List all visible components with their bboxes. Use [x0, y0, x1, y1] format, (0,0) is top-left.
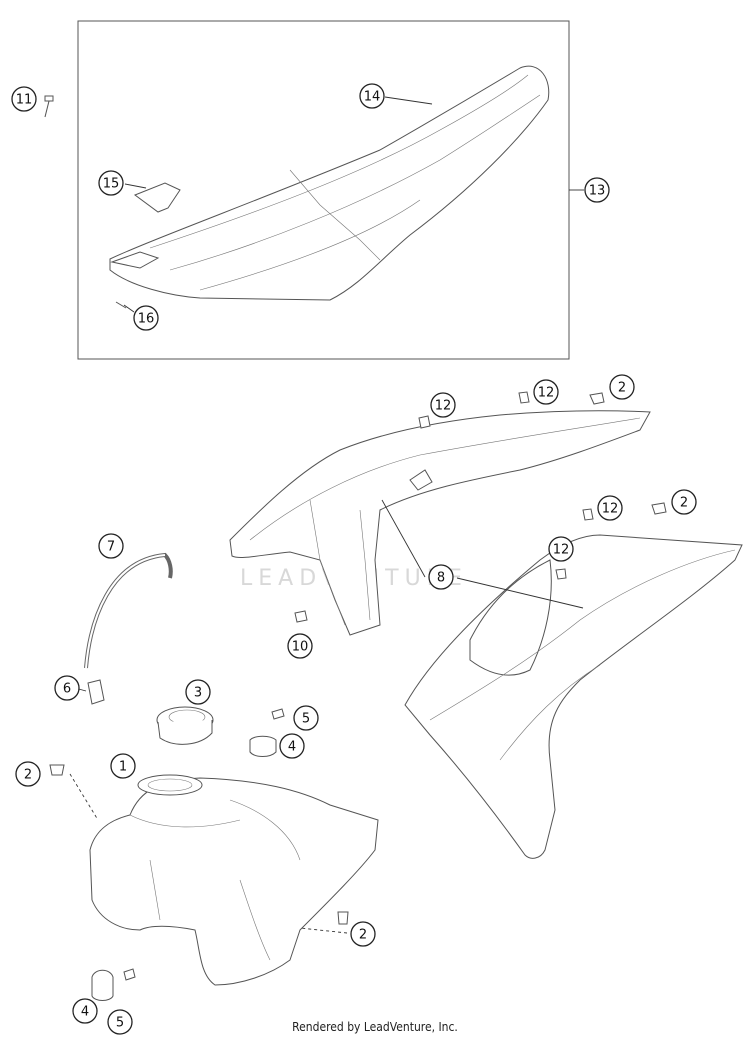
- callout-4-bottom: 4: [72, 998, 98, 1024]
- screw-part-2-right: [337, 911, 349, 925]
- callout-label: 10: [292, 640, 309, 655]
- callout-label: 8: [437, 571, 445, 586]
- callout-label: 13: [589, 184, 606, 199]
- callout-label: 2: [618, 381, 626, 396]
- callout-5-bottom: 5: [107, 1009, 133, 1035]
- callout-label: 6: [63, 682, 71, 697]
- callout-label: 7: [107, 540, 115, 555]
- bushing-part-bottom: [91, 969, 114, 1001]
- screw-part-2-left: [49, 764, 65, 776]
- callout-label: 5: [116, 1016, 124, 1031]
- callout-label: 12: [602, 502, 619, 517]
- callout-label: 4: [288, 740, 296, 755]
- screw-part-2-top: [589, 392, 605, 405]
- callout-label: 14: [364, 90, 381, 105]
- callout-16: 16: [133, 305, 159, 331]
- screw-part-12-d: [555, 568, 567, 580]
- callout-2-tank-left: 2: [15, 761, 41, 787]
- callout-label: 5: [302, 712, 310, 727]
- screw-part-12-c: [582, 508, 594, 521]
- callout-3: 3: [185, 679, 211, 705]
- clip-part: [133, 182, 181, 213]
- screw-part-2-right-side: [651, 502, 667, 515]
- screw-part-bottom: [123, 968, 136, 981]
- callout-5-top: 5: [293, 705, 319, 731]
- footer-credit: Rendered by LeadVenture, Inc.: [292, 1020, 458, 1034]
- callout-label: 12: [553, 543, 570, 558]
- fuel-cap: [156, 706, 214, 745]
- callout-15: 15: [98, 170, 124, 196]
- callout-label: 4: [81, 1005, 89, 1020]
- spoiler-upper: [229, 410, 651, 636]
- callout-13: 13: [584, 177, 610, 203]
- callout-label: 2: [24, 768, 32, 783]
- callout-label: 2: [680, 496, 688, 511]
- callout-8: 8: [428, 564, 454, 590]
- valve-part: [87, 679, 105, 705]
- callout-12-c: 12: [597, 495, 623, 521]
- bushing-part-top: [249, 735, 277, 757]
- callout-2-spoiler-right: 2: [671, 489, 697, 515]
- seat-part: [109, 65, 550, 301]
- fuel-tank: [89, 774, 379, 986]
- callout-label: 3: [194, 686, 202, 701]
- callout-2-spoiler-top: 2: [609, 374, 635, 400]
- screw-part-12-a: [418, 415, 431, 429]
- callout-12-b: 12: [533, 379, 559, 405]
- callout-label: 12: [435, 399, 452, 414]
- callout-label: 2: [359, 928, 367, 943]
- callout-label: 1: [119, 760, 127, 775]
- callout-label: 16: [138, 312, 155, 327]
- spoiler-lower: [404, 534, 743, 859]
- callout-2-tank-right: 2: [350, 921, 376, 947]
- callout-10: 10: [287, 633, 313, 659]
- callout-1: 1: [110, 753, 136, 779]
- screw-part-10: [294, 610, 308, 623]
- callout-12-d: 12: [548, 536, 574, 562]
- callout-7: 7: [98, 533, 124, 559]
- screw-part-12-b: [518, 391, 530, 404]
- callout-11: 11: [11, 86, 37, 112]
- callout-label: 15: [103, 177, 120, 192]
- pin-part: [115, 301, 127, 309]
- screw-part-top: [271, 708, 285, 720]
- callout-4-top: 4: [279, 733, 305, 759]
- callout-14: 14: [359, 83, 385, 109]
- bolt-part-11: [44, 95, 54, 118]
- callout-label: 11: [16, 93, 33, 108]
- callout-label: 12: [538, 386, 555, 401]
- callout-12-a: 12: [430, 392, 456, 418]
- callout-6: 6: [54, 675, 80, 701]
